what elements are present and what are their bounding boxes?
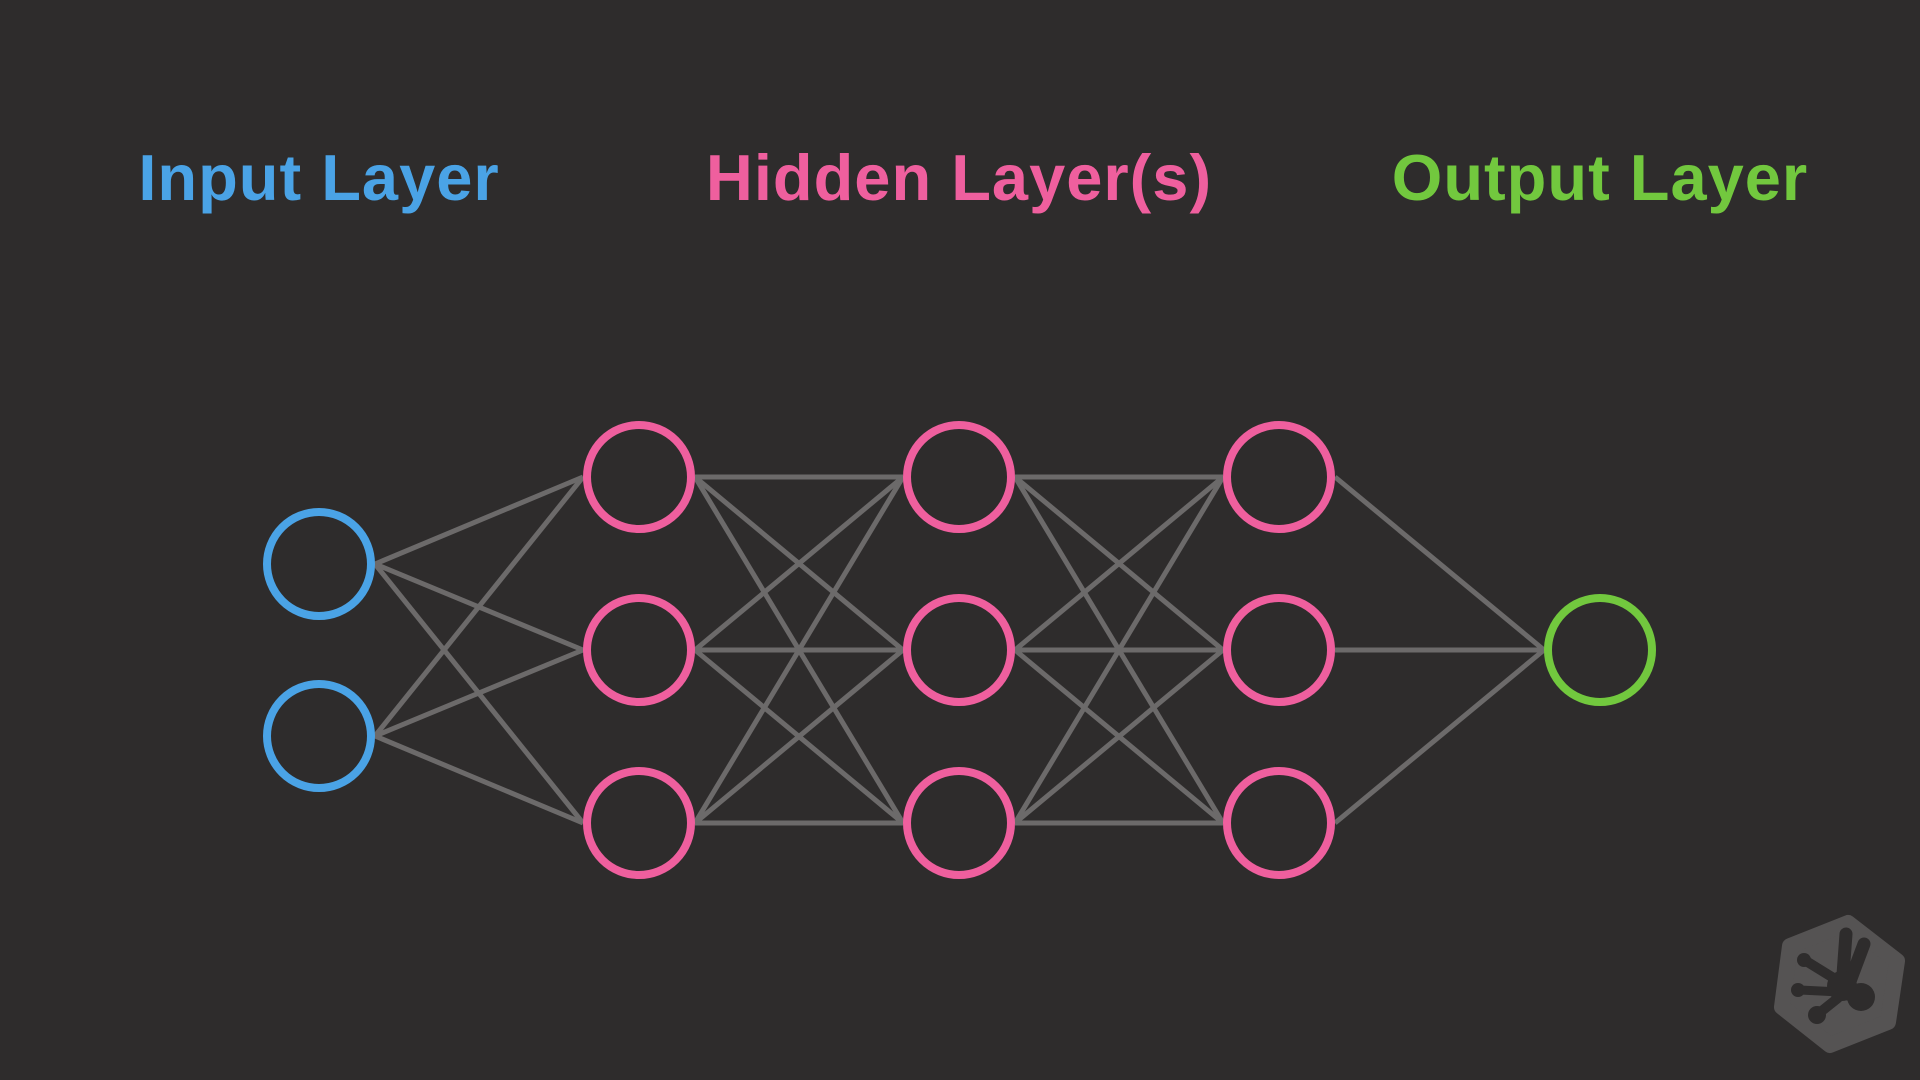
edge-input2-hidden12 — [374, 647, 584, 739]
node-output-1 — [1544, 594, 1656, 706]
edge-hidden13-hidden21 — [692, 475, 906, 825]
edge-input1-hidden11 — [374, 474, 584, 567]
node-hidden3-3 — [1223, 767, 1335, 879]
node-hidden1-3 — [583, 767, 695, 879]
node-hidden2-1 — [903, 421, 1015, 533]
edge-hidden23-hidden31 — [1012, 475, 1226, 825]
edge-hidden12-hidden21 — [693, 475, 905, 652]
node-hidden2-2 — [903, 594, 1015, 706]
node-hidden2-3 — [903, 767, 1015, 879]
input-layer-label: Input Layer — [138, 141, 500, 214]
logo-tree-cutout — [1791, 927, 1875, 1024]
node-input-1 — [263, 508, 375, 620]
output-layer-label: Output Layer — [1391, 141, 1809, 214]
node-hidden1-2 — [583, 594, 695, 706]
edge-hidden23-hidden32 — [1013, 648, 1225, 825]
node-input-2 — [263, 680, 375, 792]
node-hidden1-1 — [583, 421, 695, 533]
edge-hidden22-hidden31 — [1013, 475, 1225, 652]
edge-hidden13-hidden22 — [693, 648, 905, 825]
node-hidden3-2 — [1223, 594, 1335, 706]
edge-input2-hidden13 — [374, 733, 584, 826]
edge-hidden31-output1 — [1333, 475, 1546, 652]
hidden-layer-label: Hidden Layer(s) — [705, 141, 1213, 214]
node-hidden3-1 — [1223, 421, 1335, 533]
edge-input2-hidden11 — [373, 475, 585, 738]
edge-hidden33-output1 — [1333, 648, 1546, 825]
